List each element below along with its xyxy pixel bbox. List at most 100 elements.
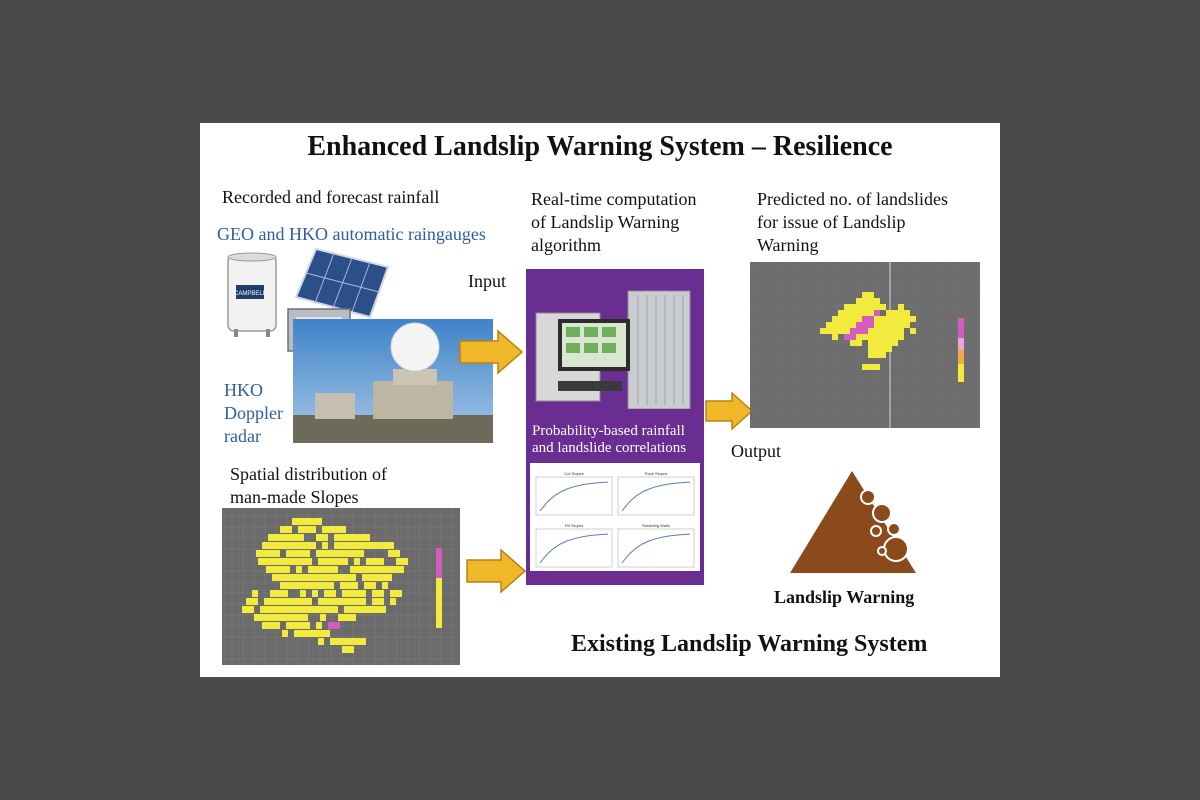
heat-cell [368, 606, 374, 613]
heat-cell [898, 328, 904, 334]
predicted-label-1: Predicted no. of landslides [757, 189, 948, 209]
heat-cell [292, 582, 298, 589]
heat-cell [898, 322, 904, 328]
heat-cell [276, 558, 282, 565]
chart-box [617, 528, 695, 568]
heat-cell [316, 622, 322, 629]
heat-cell [856, 334, 862, 340]
heat-cell [310, 518, 316, 525]
heat-cell [388, 550, 394, 557]
heat-cell [276, 590, 282, 597]
heat-cell [856, 340, 862, 346]
heat-cell [380, 574, 386, 581]
heat-cell [378, 558, 384, 565]
heat-cell [372, 590, 378, 597]
heat-cell [300, 590, 306, 597]
heat-cell [264, 558, 270, 565]
heat-cell [362, 574, 368, 581]
heat-cell [300, 598, 306, 605]
heat-cell [886, 310, 892, 316]
heat-cell [344, 614, 350, 621]
heat-cell [402, 558, 408, 565]
heat-cell [256, 550, 262, 557]
heat-cell [382, 542, 388, 549]
heat-cell [242, 606, 248, 613]
heat-cell [292, 622, 298, 629]
heat-cell [350, 566, 356, 573]
heat-cell [280, 542, 286, 549]
rainfall-label: Recorded and forecast rainfall [222, 187, 440, 207]
heat-cell [274, 550, 280, 557]
heat-cell [314, 566, 320, 573]
heat-cell [874, 316, 880, 322]
heat-cell [310, 542, 316, 549]
heat-cell [278, 606, 284, 613]
heat-cell [308, 574, 314, 581]
heat-cell [850, 304, 856, 310]
device-label: CAMPBELL [234, 291, 267, 297]
heat-cell [874, 310, 880, 316]
heat-cell [874, 346, 880, 352]
heat-cell [286, 622, 292, 629]
heat-cell [874, 340, 880, 346]
heat-cell [386, 574, 392, 581]
heat-cell [360, 598, 366, 605]
heat-cell [364, 582, 370, 589]
heat-cell [340, 526, 346, 533]
heat-cell [326, 566, 332, 573]
raingauge-icon: CAMPBELL [227, 252, 277, 337]
heat-cell [270, 558, 276, 565]
legend-swatch [958, 364, 964, 382]
heat-cell [344, 574, 350, 581]
input-label: Input [468, 271, 506, 291]
heat-cell [322, 542, 328, 549]
heat-cell [346, 582, 352, 589]
heat-cell [376, 542, 382, 549]
heat-cell [308, 566, 314, 573]
heat-cell [862, 298, 868, 304]
heat-cell [320, 566, 326, 573]
heat-cell [354, 590, 360, 597]
heat-cell [372, 598, 378, 605]
heat-cell [308, 606, 314, 613]
legend-swatch [958, 350, 964, 364]
heat-cell [304, 542, 310, 549]
heat-cell [886, 340, 892, 346]
heat-cell [394, 550, 400, 557]
heat-cell [850, 334, 856, 340]
heat-cell [312, 630, 318, 637]
chart-box [535, 528, 613, 568]
heat-cell [380, 566, 386, 573]
computation-label-1: Real-time computation [531, 189, 697, 209]
heat-cell [342, 558, 348, 565]
heat-cell [832, 322, 838, 328]
heat-cell [278, 566, 284, 573]
heat-cell [282, 630, 288, 637]
heat-cell [826, 322, 832, 328]
heat-cell [880, 334, 886, 340]
heat-cell [832, 316, 838, 322]
heat-cell [282, 590, 288, 597]
heat-cell [364, 542, 370, 549]
heat-cell [868, 310, 874, 316]
existing-system-caption: Existing Landslip Warning System [571, 631, 928, 657]
heat-cell [292, 542, 298, 549]
heat-cell [324, 558, 330, 565]
heat-cell [312, 590, 318, 597]
correlations-label-2: and landslide correlations [532, 440, 687, 456]
heat-cell [856, 322, 862, 328]
heat-cell [310, 582, 316, 589]
heat-cell [388, 542, 394, 549]
heat-cell [378, 590, 384, 597]
heat-cell [868, 364, 874, 370]
heat-cell [862, 292, 868, 298]
heat-cell [398, 566, 404, 573]
heat-cell [322, 534, 328, 541]
radar-dome-icon [391, 323, 439, 371]
heat-cell [880, 352, 886, 358]
chart-title: Rock Slopes [645, 471, 667, 476]
heat-cell [348, 646, 354, 653]
heat-cell [344, 606, 350, 613]
radar-label-2: Doppler [224, 403, 283, 423]
heat-cell [262, 550, 268, 557]
